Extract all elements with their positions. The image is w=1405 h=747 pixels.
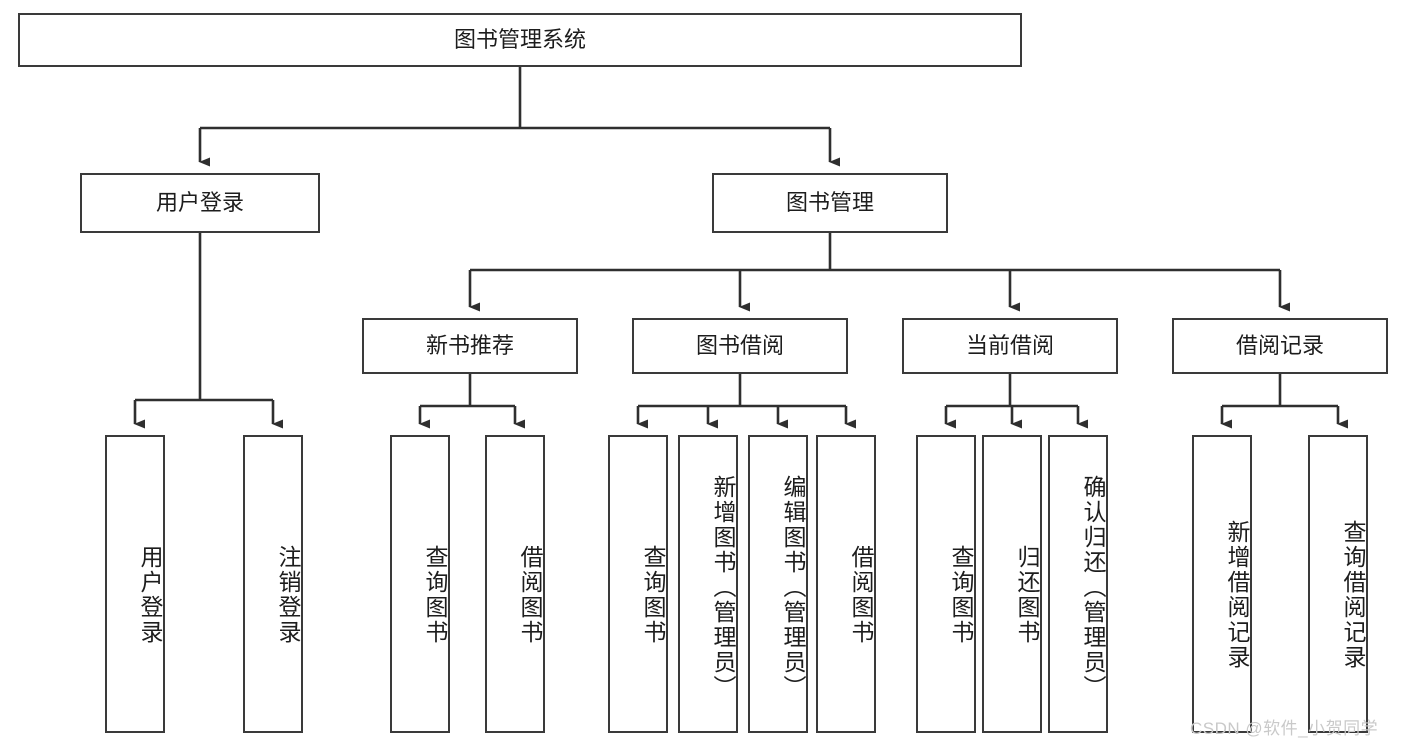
node-book-management-label: 图书管理 xyxy=(785,189,874,215)
leaf-current-query-book[interactable]: 查询图书 xyxy=(916,435,976,733)
node-book-management[interactable]: 图书管理 xyxy=(712,173,948,233)
leaf-current-return-book-label: 归还图书 xyxy=(1014,545,1040,645)
leaf-borrow-edit-book-admin[interactable]: 编辑图书（管理员） xyxy=(748,435,808,733)
node-book-borrow[interactable]: 图书借阅 xyxy=(632,318,848,374)
leaf-current-confirm-return-admin[interactable]: 确认归还（管理员） xyxy=(1048,435,1108,733)
node-root-label: 图书管理系统 xyxy=(453,26,586,52)
node-current-borrow-label: 当前借阅 xyxy=(965,332,1054,358)
leaf-records-add-record-label: 新增借阅记录 xyxy=(1224,520,1250,670)
leaf-borrow-query-book[interactable]: 查询图书 xyxy=(608,435,668,733)
node-new-book-recommend-label: 新书推荐 xyxy=(425,332,514,358)
leaf-records-add-record[interactable]: 新增借阅记录 xyxy=(1192,435,1252,733)
leaf-newbook-borrow-book[interactable]: 借阅图书 xyxy=(485,435,545,733)
node-current-borrow[interactable]: 当前借阅 xyxy=(902,318,1118,374)
node-borrow-records-label: 借阅记录 xyxy=(1235,332,1324,358)
leaf-borrow-query-book-label: 查询图书 xyxy=(640,545,666,645)
leaf-user-logout-label: 注销登录 xyxy=(275,545,301,645)
node-user-login[interactable]: 用户登录 xyxy=(80,173,320,233)
leaf-user-logout[interactable]: 注销登录 xyxy=(243,435,303,733)
leaf-borrow-lend-book-label: 借阅图书 xyxy=(848,545,874,645)
leaf-borrow-lend-book[interactable]: 借阅图书 xyxy=(816,435,876,733)
leaf-records-query-record-label: 查询借阅记录 xyxy=(1340,520,1366,670)
node-user-login-label: 用户登录 xyxy=(155,189,244,215)
leaf-current-query-book-label: 查询图书 xyxy=(948,545,974,645)
leaf-current-return-book[interactable]: 归还图书 xyxy=(982,435,1042,733)
csdn-watermark: CSDN @软件_小贺同学 xyxy=(1190,719,1379,738)
leaf-user-login[interactable]: 用户登录 xyxy=(105,435,165,733)
leaf-borrow-edit-book-admin-label: 编辑图书（管理员） xyxy=(780,474,806,700)
leaf-newbook-query-book[interactable]: 查询图书 xyxy=(390,435,450,733)
leaf-current-confirm-return-admin-label: 确认归还（管理员） xyxy=(1080,474,1106,700)
leaf-user-login-label: 用户登录 xyxy=(137,545,163,645)
leaf-records-query-record[interactable]: 查询借阅记录 xyxy=(1308,435,1368,733)
leaf-newbook-borrow-book-label: 借阅图书 xyxy=(517,545,543,645)
leaf-borrow-add-book-admin-label: 新增图书（管理员） xyxy=(710,474,736,700)
node-new-book-recommend[interactable]: 新书推荐 xyxy=(362,318,578,374)
node-borrow-records[interactable]: 借阅记录 xyxy=(1172,318,1388,374)
node-root[interactable]: 图书管理系统 xyxy=(18,13,1022,67)
leaf-newbook-query-book-label: 查询图书 xyxy=(422,545,448,645)
leaf-borrow-add-book-admin[interactable]: 新增图书（管理员） xyxy=(678,435,738,733)
node-book-borrow-label: 图书借阅 xyxy=(695,332,784,358)
